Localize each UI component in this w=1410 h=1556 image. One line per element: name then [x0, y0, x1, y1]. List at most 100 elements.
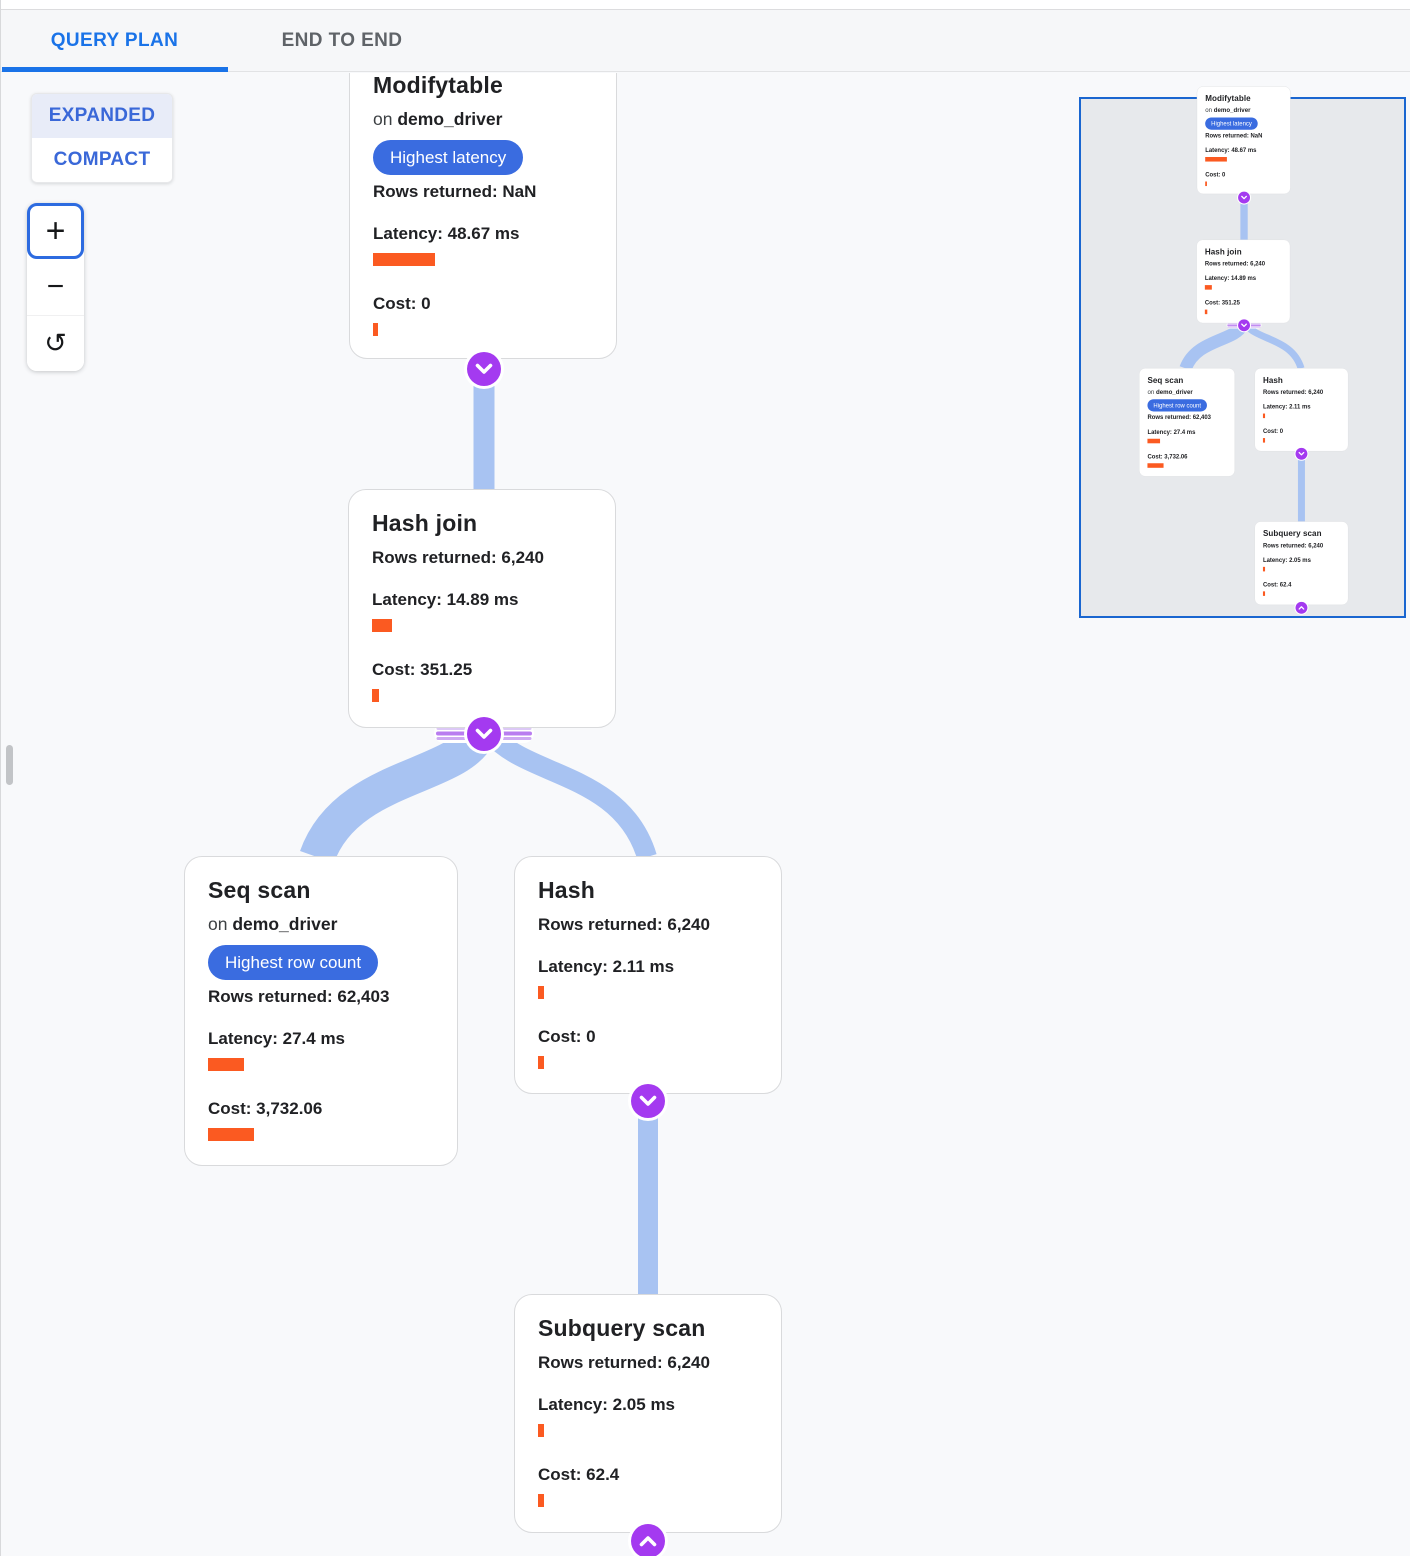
zoom-controls: + − ↺	[27, 203, 84, 371]
plan-canvas[interactable]: Modifytable on demo_driver Highest laten…	[1, 73, 1410, 1556]
collapse-stripes	[1227, 322, 1261, 328]
zoom-out-button[interactable]: −	[27, 259, 84, 315]
mini-node-seq-scan: Seq scan on demo_driver Highest row coun…	[1139, 368, 1235, 477]
collapse-toggle-chevron-down-icon	[1295, 447, 1308, 460]
node-title: Hash	[538, 877, 596, 903]
latency-label: Latency: 2.11 ms	[1262, 403, 1311, 411]
cost-bar	[208, 1128, 254, 1141]
latency-metric: Latency: 14.89 ms	[372, 586, 592, 632]
plus-icon: +	[45, 211, 66, 250]
highest-row-count-badge: Highest row count	[1147, 399, 1207, 412]
tab-bar: QUERY PLAN END TO END	[1, 10, 1410, 72]
rows-returned: Rows returned: NaN	[373, 182, 537, 201]
mini-node-hash: Hash Rows returned: 6,240 Latency: 2.11 …	[1254, 368, 1349, 452]
on-prefix: on	[1147, 388, 1155, 396]
node-title: Modifytable	[373, 73, 503, 98]
latency-bar	[1262, 566, 1266, 572]
latency-metric: Latency: 2.11 ms	[538, 953, 758, 999]
node-title: Subquery scan	[1262, 528, 1322, 538]
node-subquery-scan[interactable]: Subquery scan Rows returned: 6,240 Laten…	[514, 1294, 782, 1533]
expanded-toggle-button[interactable]: EXPANDED	[32, 94, 172, 138]
rows-returned: Rows returned: 6,240	[372, 548, 544, 567]
collapse-stripes	[436, 727, 532, 740]
node-hash[interactable]: Hash Rows returned: 6,240 Latency: 2.11 …	[514, 856, 782, 1094]
cost-bar	[1262, 591, 1266, 596]
mini-node-subquery-scan: Subquery scan Rows returned: 6,240 Laten…	[1254, 521, 1349, 605]
rows-returned: Rows returned: 6,240	[1262, 388, 1324, 396]
cost-bar	[1262, 438, 1266, 443]
rows-returned: Rows returned: 6,240	[1204, 260, 1266, 267]
collapse-toggle-chevron-down-icon[interactable]	[631, 1084, 665, 1118]
cost-metric: Cost: 3,732.06	[208, 1095, 434, 1141]
collapse-toggle-chevron-down-icon	[1238, 191, 1250, 204]
node-hash-join[interactable]: Hash join Rows returned: 6,240 Latency: …	[348, 489, 616, 728]
latency-bar	[372, 619, 392, 632]
node-table: on demo_driver	[1205, 106, 1282, 115]
layout-toggle: EXPANDED COMPACT	[31, 93, 173, 183]
cost-bar	[372, 689, 379, 702]
cost-metric: Cost: 0	[538, 1023, 758, 1069]
node-table: on demo_driver	[1147, 387, 1226, 396]
cost-metric: Cost: 351.25	[372, 656, 592, 702]
rows-returned: Rows returned: 6,240	[1262, 542, 1324, 549]
cost-bar	[1147, 463, 1164, 468]
node-title: Seq scan	[1147, 375, 1184, 385]
table-name: demo_driver	[1155, 388, 1193, 396]
expand-toggle-chevron-up-icon[interactable]	[631, 1524, 665, 1556]
cost-label: Cost: 0	[1205, 171, 1226, 178]
cost-label: Cost: 351.25	[372, 660, 473, 679]
reset-zoom-icon: ↺	[44, 328, 67, 358]
latency-metric: Latency: 27.4 ms	[208, 1025, 434, 1071]
latency-label: Latency: 2.05 ms	[538, 1395, 676, 1414]
minimap[interactable]: Modifytable on demo_driver Highest laten…	[1075, 86, 1390, 616]
active-tab-underline	[2, 67, 228, 72]
latency-metric: Latency: 2.05 ms	[538, 1391, 758, 1437]
compact-toggle-button[interactable]: COMPACT	[32, 138, 172, 182]
highest-row-count-badge: Highest row count	[208, 945, 379, 980]
rows-returned: Rows returned: 62,403	[1147, 413, 1211, 421]
node-title: Hash	[1262, 375, 1283, 385]
tree-edges	[300, 355, 658, 1295]
query-plan-tree: Modifytable on demo_driver Highest laten…	[1, 73, 901, 1556]
minus-icon: −	[46, 270, 65, 303]
tab-query-plan[interactable]: QUERY PLAN	[50, 29, 179, 51]
collapse-toggle-chevron-down-icon[interactable]	[467, 352, 501, 386]
node-table: on demo_driver	[208, 911, 434, 938]
node-title: Modifytable	[1205, 93, 1251, 103]
collapse-toggle-chevron-down-icon	[1238, 319, 1250, 332]
node-title: Seq scan	[208, 877, 311, 903]
node-seq-scan[interactable]: Seq scan on demo_driver Highest row coun…	[184, 856, 458, 1166]
on-prefix: on	[1205, 106, 1213, 114]
expand-toggle-chevron-up-icon	[1295, 601, 1308, 614]
mini-node-modifytable: Modifytable on demo_driver Highest laten…	[1196, 86, 1291, 195]
latency-bar	[1262, 413, 1266, 419]
highest-latency-badge: Highest latency	[1205, 117, 1258, 130]
mini-node-hash-join: Hash join Rows returned: 6,240 Latency: …	[1196, 239, 1291, 324]
vertical-scrollbar-thumb[interactable]	[6, 745, 13, 785]
node-table: on demo_driver	[373, 106, 593, 133]
cost-metric: Cost: 0	[373, 290, 593, 336]
minimap-tree: Modifytable on demo_driver Highest laten…	[1075, 86, 1390, 616]
tab-end-to-end[interactable]: END TO END	[281, 29, 403, 51]
latency-bar	[1147, 438, 1161, 444]
zoom-in-button[interactable]: +	[27, 203, 84, 259]
cost-label: Cost: 3,732.06	[1147, 453, 1188, 460]
cost-label: Cost: 0	[538, 1027, 596, 1046]
reset-zoom-button[interactable]: ↺	[27, 315, 84, 371]
cost-label: Cost: 62.4	[538, 1465, 620, 1484]
cost-metric: Cost: 62.4	[538, 1461, 758, 1507]
cost-bar	[1204, 309, 1208, 315]
collapse-toggle-chevron-down-icon[interactable]	[467, 717, 501, 751]
table-name: demo_driver	[1213, 106, 1251, 114]
node-modifytable[interactable]: Modifytable on demo_driver Highest laten…	[349, 73, 617, 359]
cost-label: Cost: 351.25	[1204, 299, 1240, 307]
rows-returned: Rows returned: 6,240	[538, 915, 710, 934]
latency-label: Latency: 2.11 ms	[538, 957, 675, 976]
latency-label: Latency: 14.89 ms	[372, 590, 519, 609]
node-title: Hash join	[372, 510, 478, 536]
on-prefix: on	[208, 914, 228, 934]
latency-bar	[208, 1058, 244, 1071]
latency-label: Latency: 48.67 ms	[1205, 146, 1257, 154]
latency-bar	[538, 986, 544, 999]
latency-label: Latency: 27.4 ms	[208, 1029, 346, 1048]
